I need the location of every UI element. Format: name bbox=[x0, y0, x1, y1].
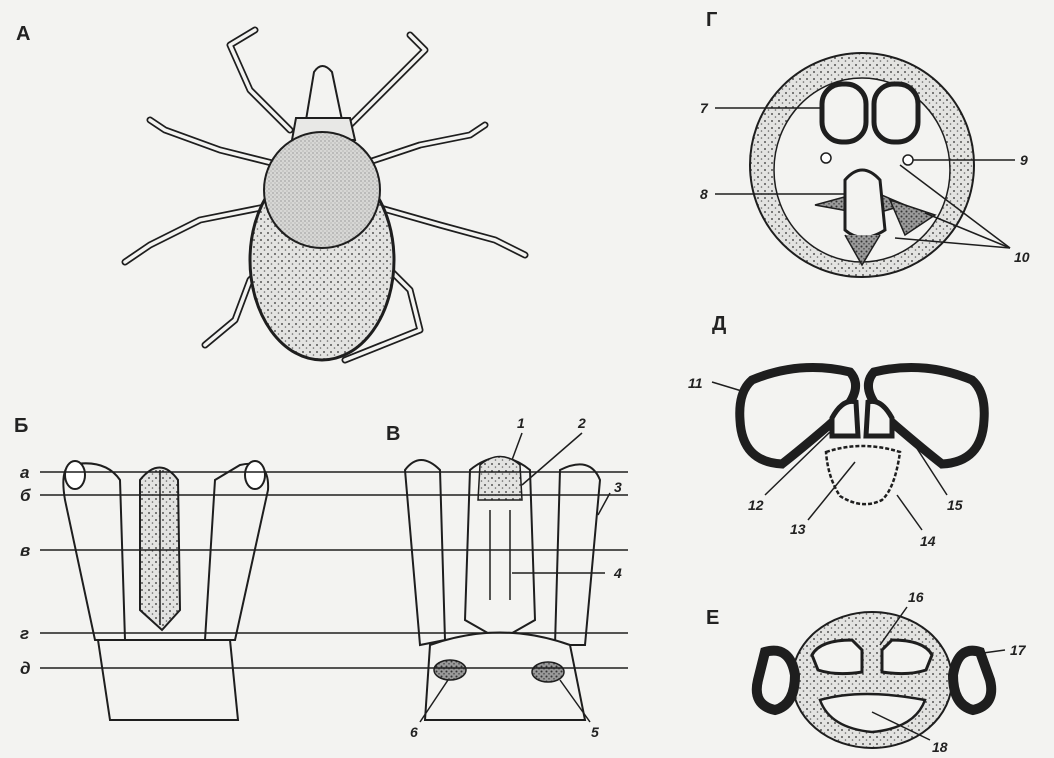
callout-17: 17 bbox=[1010, 642, 1027, 658]
callout-4: 4 bbox=[613, 565, 622, 581]
callout-9: 9 bbox=[1020, 152, 1028, 168]
callout-13: 13 bbox=[790, 521, 806, 537]
tick-capitulum bbox=[306, 66, 342, 120]
panel-v-mouthparts-ventral: В bbox=[386, 423, 600, 720]
callout-10: 10 bbox=[1014, 249, 1030, 265]
panel-d-cross-section: Д bbox=[712, 313, 984, 504]
callout-1: 1 bbox=[517, 415, 525, 431]
basis-capituli-b bbox=[98, 640, 238, 720]
tick-scutum bbox=[264, 132, 380, 248]
callout-16: 16 bbox=[908, 589, 924, 605]
callout-5: 5 bbox=[591, 724, 599, 740]
panel-label-d: Д bbox=[712, 313, 726, 335]
panel-e-cross-section: Е bbox=[706, 607, 991, 748]
callout-3: 3 bbox=[614, 479, 622, 495]
panel-b-mouthparts-dorsal: Б bbox=[14, 415, 268, 720]
section-letter-b: б bbox=[20, 486, 31, 505]
callout-12: 12 bbox=[748, 497, 764, 513]
panel-a-tick: А bbox=[16, 23, 525, 360]
panel-label-g: Г bbox=[706, 9, 717, 31]
callout-6: 6 bbox=[410, 724, 418, 740]
section-letter-d: д bbox=[20, 659, 31, 678]
panel-label-e: Е bbox=[706, 607, 719, 629]
callout-11: 11 bbox=[688, 375, 703, 391]
section-letter-v: в bbox=[20, 541, 30, 560]
callout-8: 8 bbox=[700, 186, 708, 202]
callout-14: 14 bbox=[920, 533, 936, 549]
section-letter-a: а bbox=[20, 463, 29, 482]
panel-label-v: В bbox=[386, 423, 400, 445]
callout-18: 18 bbox=[932, 739, 948, 755]
panel-label-b: Б bbox=[14, 415, 28, 437]
callout-15: 15 bbox=[947, 497, 963, 513]
panel-label-a: А bbox=[16, 23, 30, 45]
callout-2: 2 bbox=[577, 415, 586, 431]
section-letter-g: г bbox=[20, 624, 29, 643]
callout-7: 7 bbox=[700, 100, 709, 116]
panel-g-cross-section: Г bbox=[706, 9, 974, 277]
